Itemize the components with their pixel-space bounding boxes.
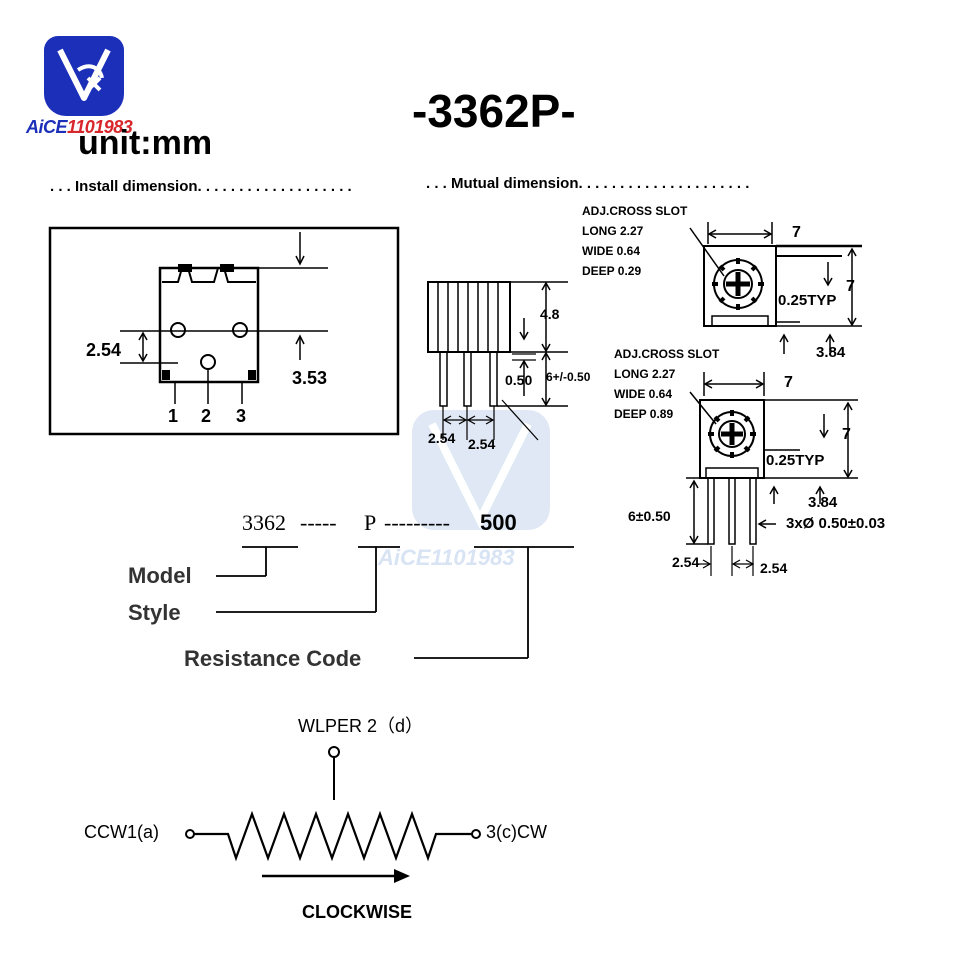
side-pitch-right: 2.54 xyxy=(468,436,496,452)
bottom-adj-deep: DEEP 0.89 xyxy=(614,407,674,421)
top-height-dimension: 7 xyxy=(846,278,855,295)
part-code-model: 3362 xyxy=(242,510,286,535)
wiper-label: WLPER 2（d） xyxy=(298,716,424,736)
unit-label: unit:mm xyxy=(78,124,213,162)
bottom-typ-dimension: 0.25TYP xyxy=(766,452,825,469)
part-code-dashes-2: --------- xyxy=(384,510,450,535)
bottom-adj-slot: ADJ.CROSS SLOT xyxy=(614,347,720,361)
pin-1-label: 1 xyxy=(168,406,179,426)
bottom-adj-wide: WIDE 0.64 xyxy=(614,387,673,401)
part-code-resistance: 500 xyxy=(480,510,517,535)
part-code-dashes-1: ----- xyxy=(300,510,337,535)
watermark-brand: AiCE1101983 xyxy=(378,545,515,570)
install-height-label: 3.53 xyxy=(292,368,328,388)
bottom-pitch-left: 2.54 xyxy=(672,554,700,570)
potentiometer-schematic xyxy=(185,746,481,883)
brand-text: AiCE1101983 xyxy=(26,117,133,137)
mutual-dimension-heading: . . . Mutual dimension. . . . . . . . . … xyxy=(426,175,750,192)
pin-2-label: 2 xyxy=(201,406,212,426)
bottom-depth-dimension: 3.84 xyxy=(808,494,838,511)
bottom-pin-diameter: 3xØ 0.50±0.03 xyxy=(786,515,886,532)
page-title: -3362P- xyxy=(412,85,576,137)
top-adj-slot: ADJ.CROSS SLOT xyxy=(582,204,688,218)
bottom-adj-long: LONG 2.27 xyxy=(614,367,676,381)
bottom-width-dimension: 7 xyxy=(784,374,793,391)
bottom-pitch-right: 2.54 xyxy=(760,560,788,576)
style-label: Style xyxy=(128,600,181,625)
side-top-dimension: 4.8 xyxy=(540,306,560,322)
logo-mark-icon xyxy=(57,48,111,101)
ccw-label: CCW1(a) xyxy=(84,822,159,842)
bottom-view xyxy=(686,372,858,576)
part-code-leaders xyxy=(216,546,574,659)
clockwise-label: CLOCKWISE xyxy=(302,902,412,922)
top-adj-wide: WIDE 0.64 xyxy=(582,244,641,258)
top-view xyxy=(689,222,862,354)
install-view xyxy=(48,226,400,436)
cw-label: 3(c)CW xyxy=(486,822,547,842)
top-adj-long: LONG 2.27 xyxy=(582,224,644,238)
model-label: Model xyxy=(128,563,192,588)
bottom-height-dimension: 7 xyxy=(842,426,851,443)
side-pin-dimension: 0.50 xyxy=(505,372,533,388)
brand-logo xyxy=(44,36,124,116)
side-leg-dimension: 6+/-0.50 xyxy=(546,370,591,384)
pin-3-label: 3 xyxy=(236,406,247,426)
top-adj-deep: DEEP 0.29 xyxy=(582,264,642,278)
watermark-logo-icon xyxy=(412,410,550,530)
top-typ-dimension: 0.25TYP xyxy=(778,292,837,309)
bottom-leg-dimension: 6±0.50 xyxy=(628,508,671,524)
top-depth-dimension: 3.84 xyxy=(816,344,846,361)
top-width-dimension: 7 xyxy=(792,224,801,241)
install-pitch-label: 2.54 xyxy=(86,340,122,360)
resistance-code-label: Resistance Code xyxy=(184,646,362,671)
side-view xyxy=(427,281,568,441)
install-dimension-heading: . . . Install dimension. . . . . . . . .… xyxy=(50,178,352,195)
logo-badge xyxy=(44,36,124,116)
side-pitch-left: 2.54 xyxy=(428,430,456,446)
part-code-style: P xyxy=(364,510,377,535)
